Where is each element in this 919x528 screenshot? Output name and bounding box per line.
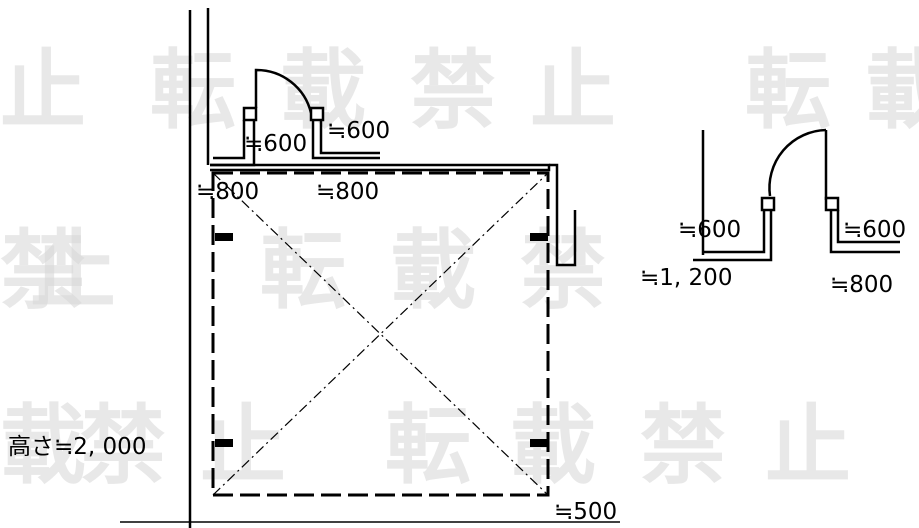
watermark: 止 転 載 禁 止 転 載 禁 止 転 載 禁 載 禁 止 転 載 禁 止	[0, 41, 919, 496]
rail-bracket	[530, 233, 548, 241]
watermark-char: 転	[745, 41, 831, 141]
label-top-left-jamb: ≒600	[244, 131, 307, 157]
label-side-left-jamb: ≒600	[678, 217, 741, 243]
watermark-char: 止	[0, 41, 86, 141]
watermark-char: 転	[150, 41, 236, 141]
guide-rails	[215, 233, 548, 447]
car-diagonals	[212, 172, 549, 496]
watermark-char: 止	[530, 41, 616, 141]
watermark-char: 禁	[0, 221, 86, 321]
car-outline	[211, 171, 550, 497]
watermark-char: 載	[510, 396, 596, 496]
label-bottom-clearance: ≒500	[554, 499, 617, 525]
rail-bracket	[215, 439, 233, 447]
dimension-labels: ≒600 ≒600 ≒800 ≒800 ≒600 ≒600 ≒1, 200 ≒8…	[8, 118, 906, 525]
watermark-char: 禁	[80, 396, 166, 496]
building-wall	[120, 8, 620, 528]
label-side-right-return: ≒800	[830, 272, 893, 298]
watermark-char: 禁	[410, 41, 496, 141]
watermark-char: 転	[385, 396, 471, 496]
watermark-char: 禁	[640, 396, 726, 496]
watermark-char: 止	[30, 221, 116, 321]
enclosure-walls	[210, 163, 577, 267]
label-side-right-jamb: ≒600	[843, 217, 906, 243]
label-side-left-return: ≒1, 200	[640, 265, 732, 291]
watermark-char: 転	[260, 221, 346, 321]
watermark-char: 載	[865, 41, 919, 141]
side-door-detail	[693, 128, 900, 262]
watermark-char: 載	[390, 221, 476, 321]
top-door	[242, 68, 325, 122]
rail-bracket	[530, 439, 548, 447]
label-top-left-return: ≒800	[196, 179, 259, 205]
watermark-char: 止	[765, 396, 851, 496]
label-top-right-return: ≒800	[316, 179, 379, 205]
rail-bracket	[215, 233, 233, 241]
watermark-char: 載	[0, 396, 86, 496]
label-top-right-jamb: ≒600	[327, 118, 390, 144]
watermark-char: 載	[280, 41, 366, 141]
label-height: 高さ≒2, 000	[8, 434, 146, 460]
